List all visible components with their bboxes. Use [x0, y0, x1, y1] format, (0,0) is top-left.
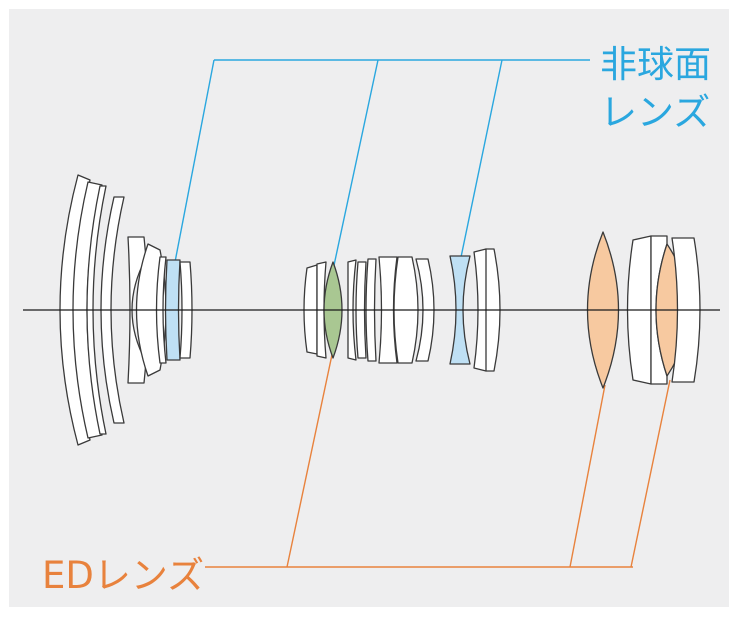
aspheric-label-line2: レンズ [600, 91, 711, 134]
front-meniscus-3 [86, 185, 107, 435]
ed-leader-2 [569, 384, 606, 568]
front-meniscus-4 [100, 196, 125, 424]
aspheric-leader-2 [332, 59, 379, 271]
front-lens-group [59, 174, 193, 446]
ed-leader-1 [286, 349, 334, 568]
aspheric-leader-1 [174, 59, 215, 263]
ed-lens-label: EDレンズ [42, 554, 205, 597]
ed-leader-3 [630, 379, 671, 568]
ed-leader-lines [205, 349, 671, 568]
aspheric-leader-lines [174, 59, 590, 271]
front-element-5 [127, 236, 147, 384]
aspheric-leader-3 [459, 59, 503, 263]
aspheric-label-line1: 非球面 [600, 43, 711, 86]
